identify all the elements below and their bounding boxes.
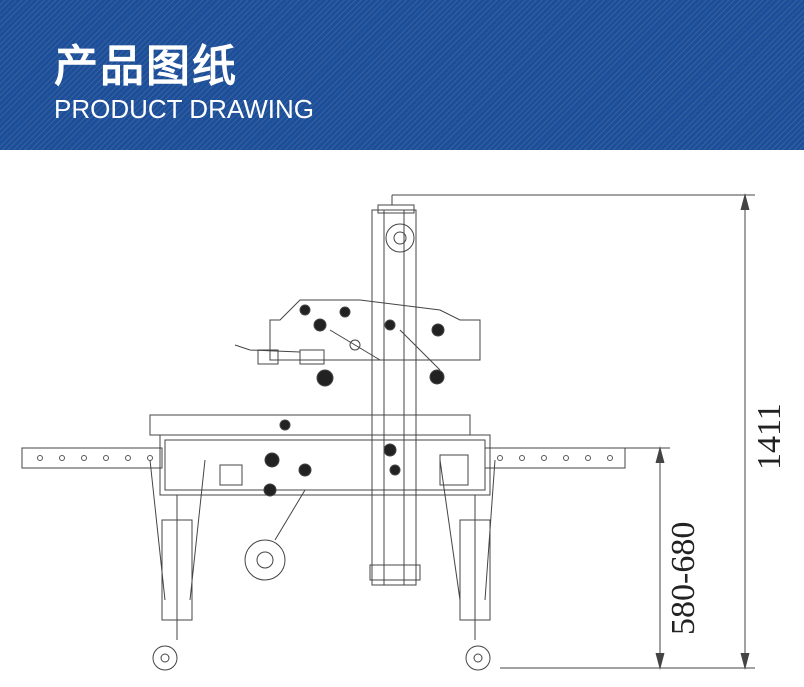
dimension-1411: 1411 [751,403,788,470]
title-chinese: 产品图纸 [54,41,238,92]
dimension-580-680: 580-680 [665,522,702,635]
tape-roll [244,489,306,581]
legs [149,459,496,671]
conveyor-body [21,414,626,497]
dimension-total-height: 1411 [392,193,788,670]
top-taping-head [234,299,481,387]
vertical-column [369,195,421,586]
title-english: PRODUCT DRAWING [54,94,314,124]
header-banner: 产品图纸 PRODUCT DRAWING [0,0,804,150]
dimension-table-height: 580-680 [620,446,702,670]
product-drawing: 1411 580-680 [21,193,788,671]
